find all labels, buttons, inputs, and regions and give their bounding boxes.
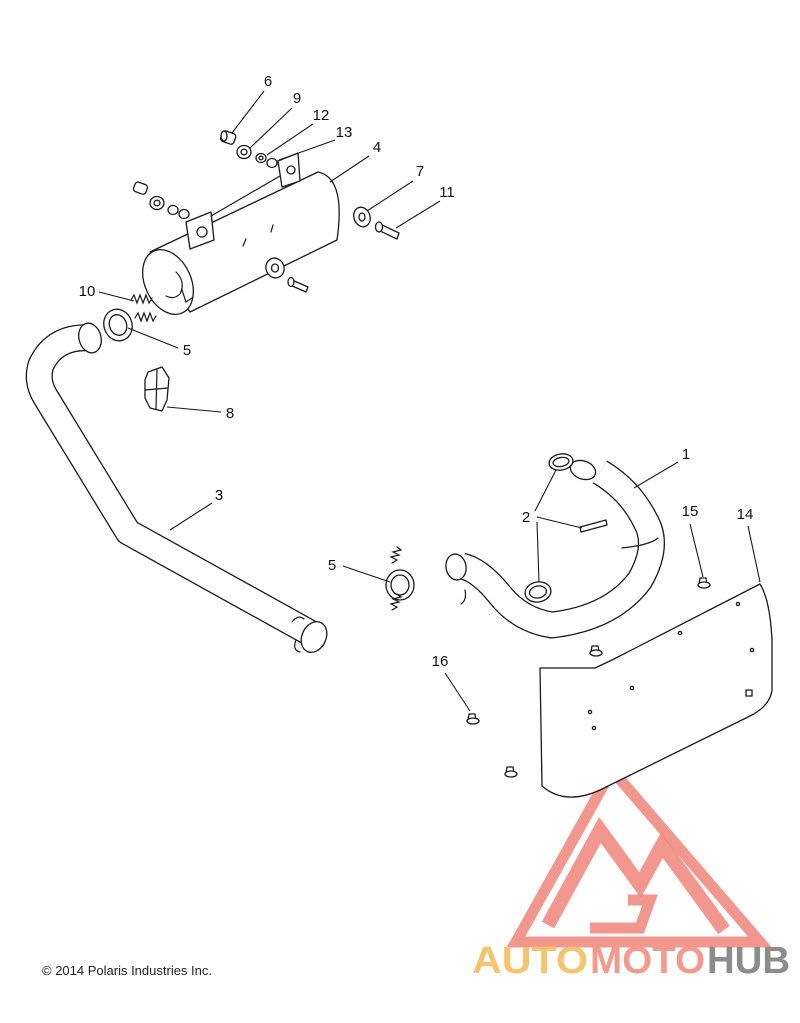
clamp-2-lower: [524, 581, 552, 603]
bracket-8: [144, 366, 170, 412]
washer-lower: [265, 257, 285, 279]
watermark-auto: AUTO: [472, 940, 588, 982]
bolt-lower: [287, 276, 309, 293]
leader-line-9: [249, 107, 293, 149]
emblem-outer-triangle: [506, 760, 772, 948]
emblem-g-shape: [590, 894, 658, 934]
callout-4: 4: [373, 139, 381, 156]
callout-16: 16: [432, 653, 449, 670]
leader-line-2-lower: [536, 521, 540, 583]
leader-line-3: [169, 502, 213, 531]
callout-5-lower: 5: [328, 557, 336, 574]
heat-shield-14: [539, 583, 773, 798]
spacer-left: [132, 181, 149, 195]
screw-15: [697, 577, 711, 589]
leader-line-5-upper: [127, 327, 179, 349]
callout-9: 9: [293, 90, 301, 107]
watermark-logo-text: AUTO MOTO HUB: [472, 940, 790, 982]
copyright-notice: © 2014 Polaris Industries Inc.: [42, 963, 212, 978]
callout-11: 11: [439, 184, 455, 201]
muffler: [142, 152, 340, 315]
leader-lines: [98, 90, 761, 712]
watermark-hub: HUB: [707, 940, 790, 982]
stud-2: [579, 519, 608, 533]
screw-16: [466, 713, 480, 725]
leader-line-11: [395, 200, 441, 229]
washer-13: [266, 157, 278, 169]
callout-15: 15: [682, 503, 699, 520]
leader-line-16: [444, 672, 471, 712]
spring-10: [130, 293, 157, 323]
washer-left: [149, 195, 165, 211]
leader-line-2-stud: [536, 516, 583, 529]
leader-line-6: [231, 90, 265, 134]
leader-line-14: [747, 525, 761, 583]
washer-7: [353, 206, 371, 228]
screw-lower: [504, 766, 518, 778]
callout-7: 7: [416, 163, 424, 180]
nut-12: [255, 152, 267, 164]
watermark-moto: MOTO: [590, 940, 705, 982]
callout-14: 14: [737, 506, 754, 523]
leader-line-8: [166, 406, 222, 413]
leader-line-2-upper: [534, 469, 557, 512]
callout-12: 12: [313, 107, 330, 124]
callout-labels: 6 9 12 13 4 7 11 10 5 8 3 1 2 15 14 5 16: [79, 73, 754, 670]
spacer-6: [219, 130, 237, 145]
callout-6: 6: [264, 73, 272, 90]
exhaust-pipe-3: [25, 322, 328, 654]
clamp-2-upper: [548, 453, 574, 471]
gasket-5-lower: [385, 546, 415, 611]
leader-line-1: [633, 461, 679, 489]
nut-left: [167, 204, 190, 220]
washer-9: [236, 144, 252, 160]
callout-8: 8: [226, 405, 234, 422]
leader-line-4: [329, 155, 370, 183]
screw-shield: [589, 645, 603, 657]
leader-line-5-lower: [342, 565, 391, 583]
callout-5-upper: 5: [183, 342, 191, 359]
emblem-m-shape: [541, 816, 730, 935]
leader-line-12: [266, 123, 314, 156]
watermark-emblem: [506, 760, 772, 948]
leader-line-7: [366, 180, 414, 212]
callout-1: 1: [682, 446, 690, 463]
leader-line-15: [689, 523, 704, 578]
callout-2: 2: [522, 509, 530, 526]
header-pipe-1: [445, 459, 665, 639]
callout-3: 3: [215, 487, 223, 504]
callout-10: 10: [79, 283, 96, 300]
leader-line-10: [98, 291, 135, 302]
leader-line-13: [278, 139, 336, 161]
callout-13: 13: [336, 124, 353, 141]
bolt-11: [374, 221, 400, 240]
gasket-5-upper: [103, 308, 133, 342]
